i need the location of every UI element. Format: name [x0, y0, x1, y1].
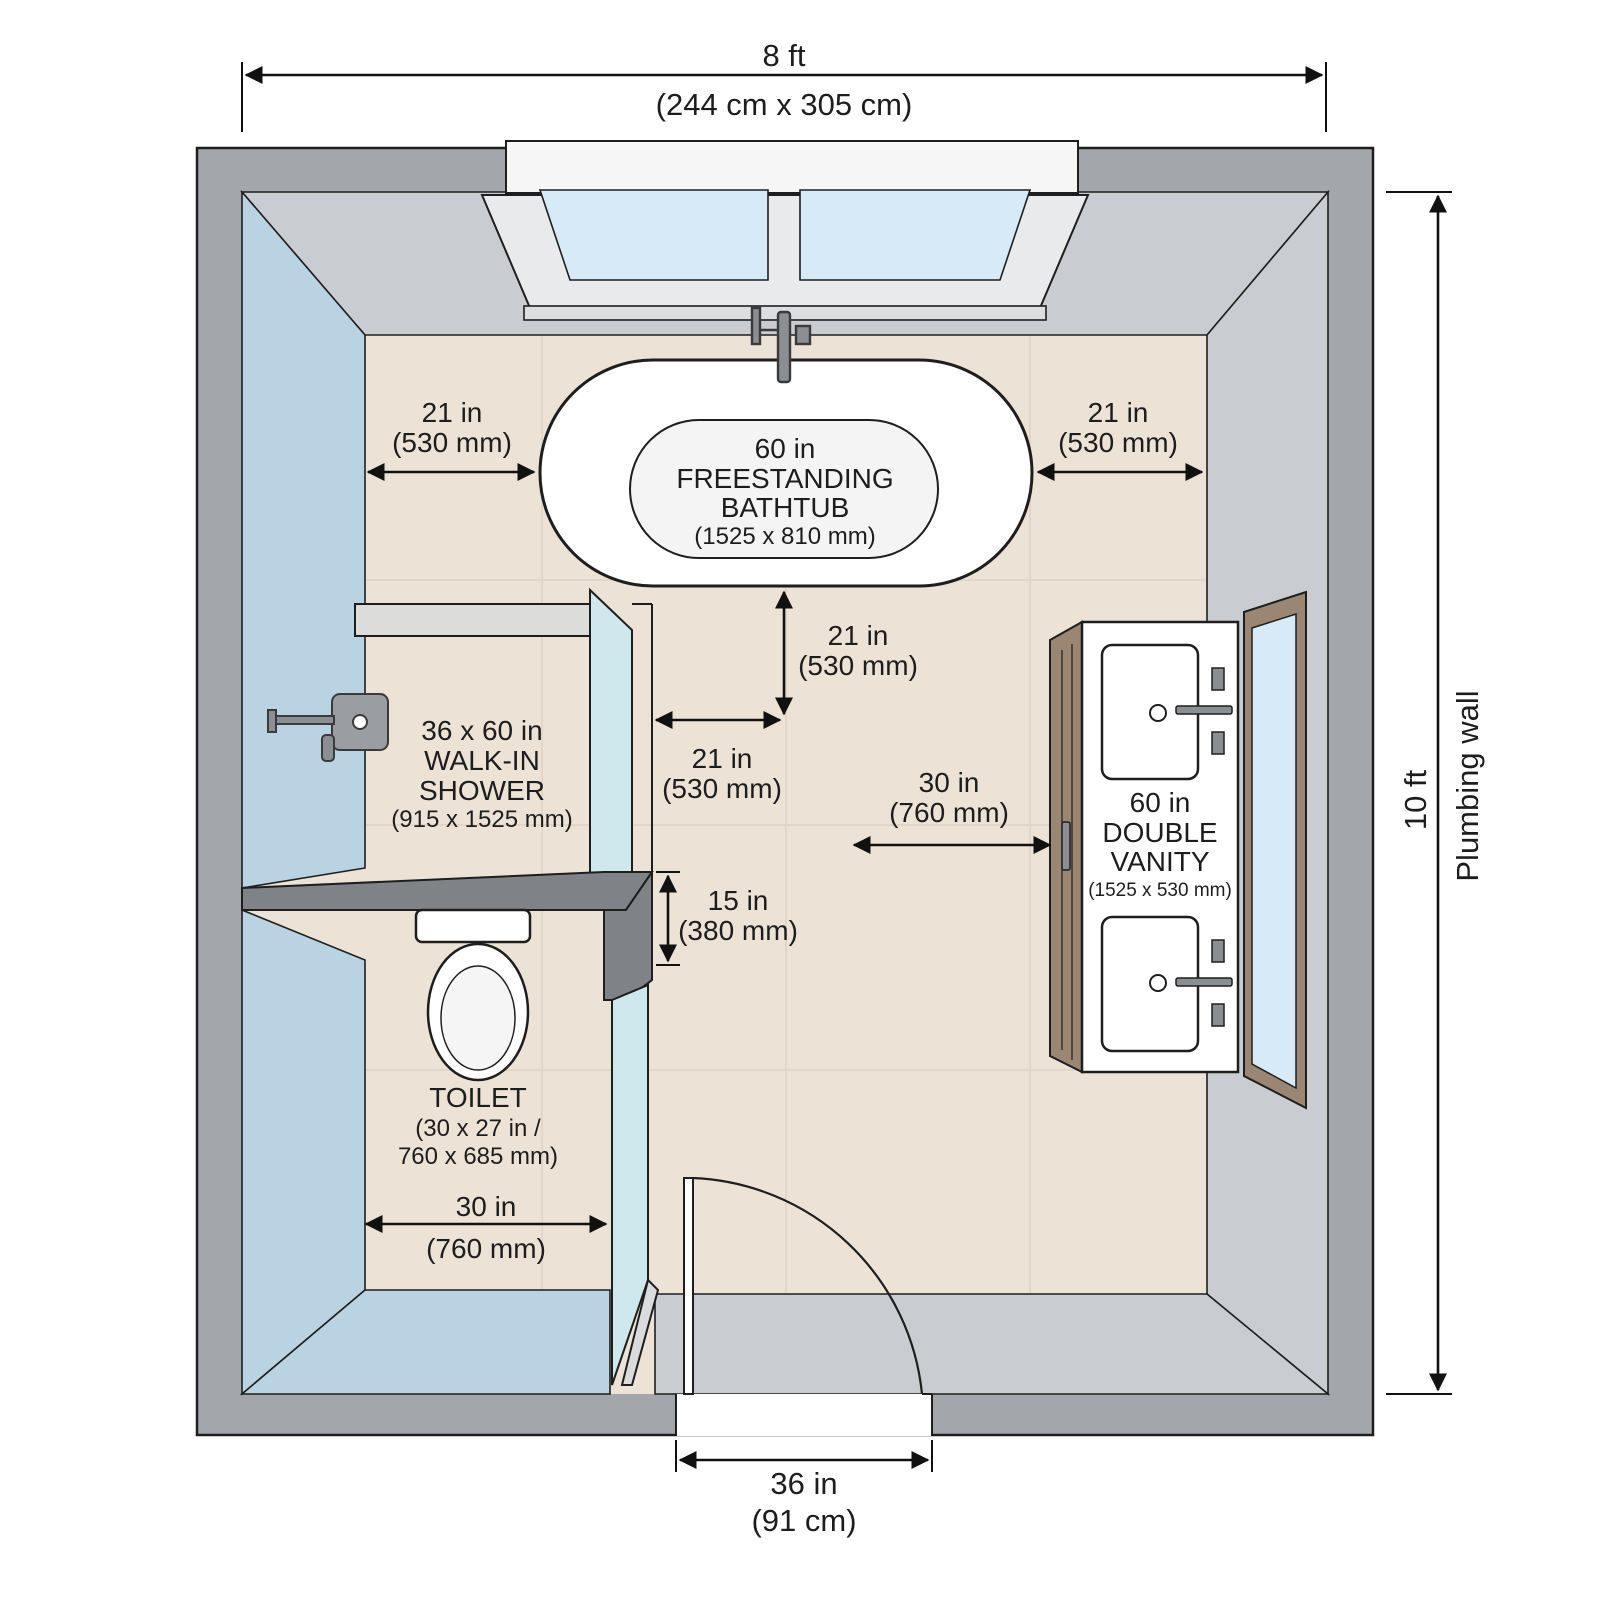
overall-size-label: (244 cm x 305 cm): [656, 87, 913, 122]
freestanding-bathtub: [538, 306, 1034, 588]
door-leaf: [683, 1177, 694, 1395]
shower-side-in: 21 in: [692, 743, 753, 774]
entry-door[interactable]: [683, 1176, 932, 1395]
vanity-handle: [1061, 821, 1071, 871]
tub-faucet-icon: [750, 306, 812, 384]
toilet-wet-wall-bottom: [239, 1289, 611, 1395]
tub-left-in: 21 in: [422, 397, 483, 428]
toilet: [414, 908, 532, 1082]
mirror-glass: [1251, 612, 1297, 1090]
window-pane-right: [799, 189, 1032, 281]
door-jamb-left: [620, 1278, 660, 1386]
shower-side-mm: (530 mm): [662, 773, 782, 804]
vanity-label-4: (1525 x 530 mm): [1088, 880, 1232, 901]
walk-in-shower: [241, 587, 654, 1001]
toilet-label-2: (30 x 27 in /: [415, 1115, 541, 1142]
partition-in: 15 in: [708, 885, 769, 916]
tub-below-mm: (530 mm): [798, 650, 918, 681]
shower-glass-panel: [589, 587, 633, 889]
shower-valve-icon: [267, 693, 389, 762]
door-swing-arc: [692, 1176, 924, 1395]
faucet-upper-icon: [1175, 667, 1233, 755]
shower-curb-top: [354, 603, 594, 637]
bottom-wall-face: [654, 1293, 1331, 1395]
window-pane-left: [538, 189, 769, 281]
faucet-lower-icon: [1175, 939, 1233, 1027]
vanity-clear-in: 30 in: [919, 767, 980, 798]
shower-label-2: WALK-IN: [424, 745, 540, 776]
shower-label-1: 36 x 60 in: [421, 715, 542, 746]
bathtub-label-4: (1525 x 810 mm): [694, 523, 875, 550]
bathtub-label-2: FREESTANDING: [676, 463, 893, 494]
double-vanity: [1049, 590, 1307, 1110]
partition-end: [603, 868, 653, 1001]
door-width-dimension: [675, 1440, 933, 1472]
tub-below-in: 21 in: [828, 620, 889, 651]
overall-width-label: 8 ft: [762, 38, 805, 73]
overall-height-dimension: [1386, 191, 1452, 1395]
window[interactable]: [480, 140, 1090, 321]
overall-width-dimension: [241, 62, 1327, 132]
vanity-label-2: DOUBLE: [1102, 817, 1217, 848]
partition-dimension: [656, 871, 680, 966]
vanity-label-1: 60 in: [1130, 787, 1191, 818]
shower-label-4: (915 x 1525 mm): [391, 806, 572, 833]
shower-label-3: SHOWER: [419, 775, 545, 806]
bathtub-label-3: BATHTUB: [721, 492, 850, 523]
toilet-tank: [414, 908, 532, 944]
toilet-width-mm: (760 mm): [426, 1233, 546, 1264]
toilet-label-1: TOILET: [429, 1082, 527, 1113]
tub-right-mm: (530 mm): [1058, 427, 1178, 458]
overall-height-label: 10 ft: [1398, 769, 1433, 830]
partition-mm: (380 mm): [678, 915, 798, 946]
door-opening: [676, 1394, 932, 1436]
plumbing-wall-label: Plumbing wall: [1450, 690, 1485, 881]
bathtub-label-1: 60 in: [755, 433, 816, 464]
vanity-label-3: VANITY: [1110, 846, 1209, 877]
vanity-clear-mm: (760 mm): [889, 797, 1009, 828]
door-width-in: 36 in: [770, 1466, 837, 1501]
tub-right-in: 21 in: [1088, 397, 1149, 428]
door-width-mm: (91 cm): [751, 1503, 856, 1538]
toilet-label-3: 760 x 685 mm): [398, 1143, 558, 1170]
tub-left-mm: (530 mm): [392, 427, 512, 458]
toilet-width-in: 30 in: [456, 1191, 517, 1222]
